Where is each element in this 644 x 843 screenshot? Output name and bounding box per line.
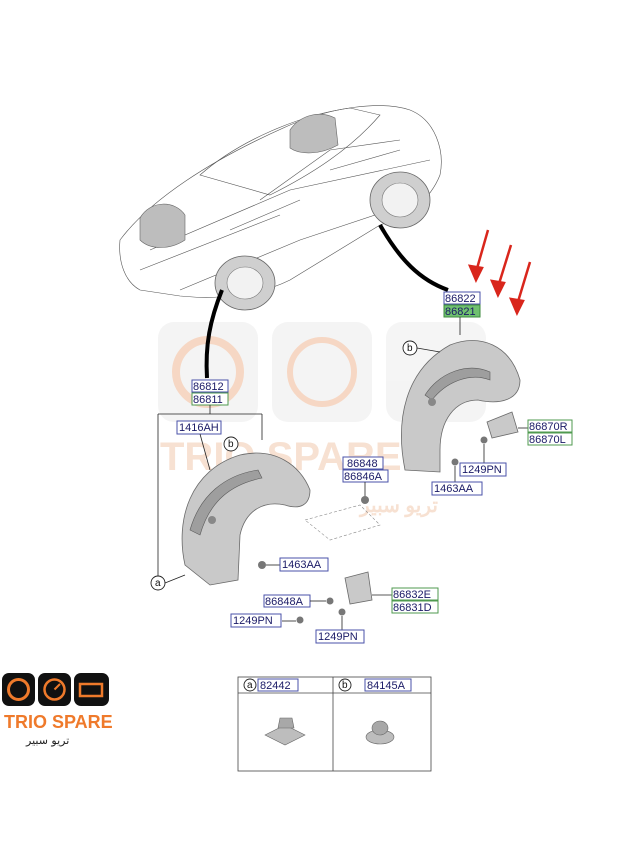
leader-rear bbox=[378, 224, 449, 292]
label-86846A: 86846A bbox=[344, 471, 383, 483]
callout-a-front-text: a bbox=[155, 578, 161, 589]
label-rear-1463AA: 1463AA bbox=[434, 483, 474, 495]
label-front-1249PN-2-box bbox=[315, 629, 365, 644]
legend-a-part: 82442 bbox=[260, 680, 291, 692]
legend-a-letter: a bbox=[247, 680, 253, 691]
callout-b-front-text: b bbox=[228, 439, 234, 450]
logo-wheel-icon bbox=[7, 678, 30, 701]
label-rear-1249PN: 1249PN bbox=[462, 464, 502, 476]
rear-liner bbox=[401, 340, 521, 473]
brand-logo: TRIO SPARE تريو سبير bbox=[2, 673, 113, 747]
red-arrow-icon bbox=[467, 229, 532, 316]
legend-b-letter: b bbox=[342, 680, 348, 691]
label-86870L-box bbox=[527, 432, 573, 446]
label-86832E-box bbox=[391, 587, 439, 601]
label-86870R: 86870R bbox=[529, 421, 568, 433]
label-86848A: 86848A bbox=[265, 596, 304, 608]
brand-name-arabic: تريو سبير bbox=[25, 734, 69, 747]
label-86848: 86848 bbox=[347, 458, 378, 470]
label-86821-box bbox=[443, 304, 481, 318]
clip-a-icon bbox=[264, 717, 306, 746]
label-front-1249PN-1: 1249PN bbox=[233, 615, 273, 627]
bolt-b-icon bbox=[365, 720, 395, 745]
car-outline bbox=[119, 105, 442, 311]
front-mudguard bbox=[344, 571, 373, 605]
label-86848-box bbox=[342, 456, 384, 470]
label-86812: 86812 bbox=[193, 381, 224, 393]
label-front-1249PN-1-box bbox=[230, 613, 282, 628]
label-86821: 86821 bbox=[445, 306, 476, 318]
label-rear-1463AA-box bbox=[431, 481, 483, 496]
callout-b-front bbox=[223, 436, 239, 452]
label-86822: 86822 bbox=[445, 293, 476, 305]
label-86822-box bbox=[443, 291, 481, 305]
label-86811: 86811 bbox=[193, 394, 223, 406]
label-front-1463AA-box bbox=[279, 557, 329, 572]
label-86831D: 86831D bbox=[393, 602, 432, 614]
logo-engine-icon bbox=[78, 682, 104, 698]
label-1416AH: 1416AH bbox=[179, 422, 219, 434]
label-86831D-box bbox=[391, 600, 439, 614]
label-front-1463AA: 1463AA bbox=[282, 559, 322, 571]
label-86812-box bbox=[191, 379, 229, 393]
label-front-1249PN-2: 1249PN bbox=[318, 631, 358, 643]
label-86870R-box bbox=[527, 419, 573, 433]
label-1416AH-box bbox=[176, 420, 222, 435]
watermark-arabic: تريو سبير bbox=[358, 495, 438, 518]
label-86870L: 86870L bbox=[529, 434, 566, 446]
legend-table: a 82442 b 84145A bbox=[237, 676, 432, 772]
brand-name: TRIO SPARE bbox=[4, 712, 113, 732]
leader-front bbox=[204, 289, 224, 379]
label-rear-1249PN-box bbox=[459, 462, 507, 477]
callout-b-rear-text: b bbox=[407, 343, 413, 354]
label-86832E: 86832E bbox=[393, 589, 431, 601]
rear-flap bbox=[486, 411, 519, 439]
label-86846A-box bbox=[342, 469, 389, 483]
legend-b-part: 84145A bbox=[367, 680, 406, 692]
logo-gauge-icon bbox=[43, 678, 66, 701]
front-liner bbox=[181, 452, 311, 586]
